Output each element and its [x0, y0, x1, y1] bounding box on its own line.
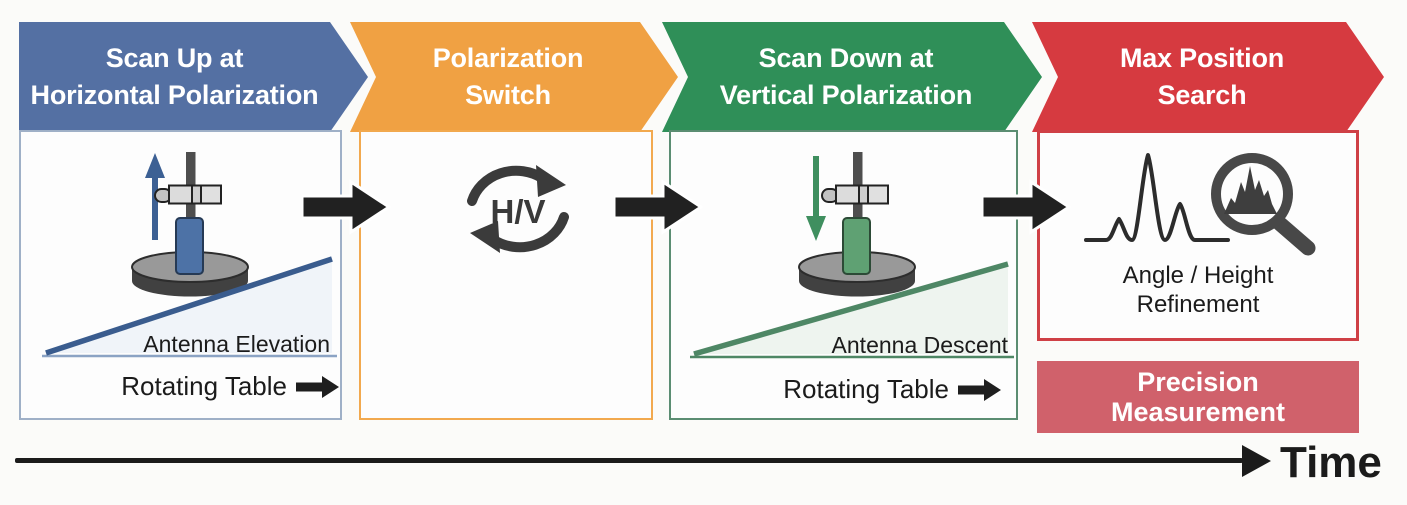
stage-header-max-position: Max Position Search [1032, 22, 1384, 132]
rotating-table-label: Rotating Table [121, 371, 287, 401]
antenna-horn [154, 184, 222, 205]
stage-body-max-position [1037, 130, 1359, 341]
ramp-slope [45, 256, 333, 356]
stage-header-polarization-switch: Polarization Switch [350, 22, 678, 132]
connector-arrow-icon [302, 179, 392, 235]
antenna-turntable-down-icon [798, 152, 916, 297]
footer-line: Measurement [1110, 397, 1286, 427]
elevation-ramp-icon [42, 256, 337, 358]
stage-header-scan-up: Scan Up at Horizontal Polarization [19, 22, 368, 132]
table-rotation-arrow-icon [958, 378, 1001, 401]
stage-title-line: Scan Up at [105, 43, 244, 73]
antenna-horn [821, 184, 889, 205]
antenna-turntable-up-icon [131, 152, 249, 297]
precision-measurement-banner: Precision Measurement [1037, 361, 1359, 433]
cycle-arc-top [467, 165, 566, 206]
stage-title-line: Vertical Polarization [719, 80, 973, 110]
refinement-caption-line: Angle / Height [1122, 262, 1274, 289]
stage-body-polarization-switch [359, 130, 653, 420]
table-rotation-arrow-icon [296, 375, 339, 398]
peak-search-icon [1084, 153, 1316, 256]
magnified-peaks [1224, 166, 1277, 214]
stage-title-line: Switch [465, 80, 551, 110]
cycle-arc-bottom [470, 212, 569, 253]
ramp-slope [693, 261, 1009, 357]
up-arrow-head [145, 153, 165, 178]
ramp-label: Antenna Elevation [143, 331, 330, 357]
stage-title-line: Scan Down at [758, 43, 934, 73]
down-arrow-head [806, 216, 826, 241]
timeline-arrow-head-icon [1242, 445, 1271, 477]
refinement-caption-line: Refinement [1136, 291, 1260, 318]
connector-arrow-icon [982, 179, 1072, 235]
stage-title-line: Horizontal Polarization [30, 80, 319, 110]
connector-arrow-icon [614, 179, 704, 235]
stage-header-scan-down: Scan Down at Vertical Polarization [662, 22, 1042, 132]
timeline-axis [15, 458, 1243, 463]
rotating-table-row: Rotating Table [90, 371, 340, 402]
rotating-table-label: Rotating Table [783, 374, 949, 404]
rotating-table-row: Rotating Table [764, 374, 1002, 405]
time-axis-label: Time [1280, 438, 1382, 487]
cycle-arrows-icon [467, 165, 569, 253]
magnifier-icon [1211, 153, 1316, 256]
ramp-label: Antenna Descent [831, 332, 1008, 358]
stage-title-line: Polarization [432, 43, 584, 73]
stage-title-line: Max Position [1119, 43, 1285, 73]
antenna-base-cylinder [175, 217, 204, 275]
signal-peaks-trace [1084, 153, 1230, 242]
antenna-base-cylinder [842, 217, 871, 275]
hv-cycle-label: H/V [490, 193, 546, 230]
footer-line: Precision [1137, 367, 1259, 397]
descent-ramp-icon [690, 261, 1014, 359]
stage-title-line: Search [1157, 80, 1247, 110]
